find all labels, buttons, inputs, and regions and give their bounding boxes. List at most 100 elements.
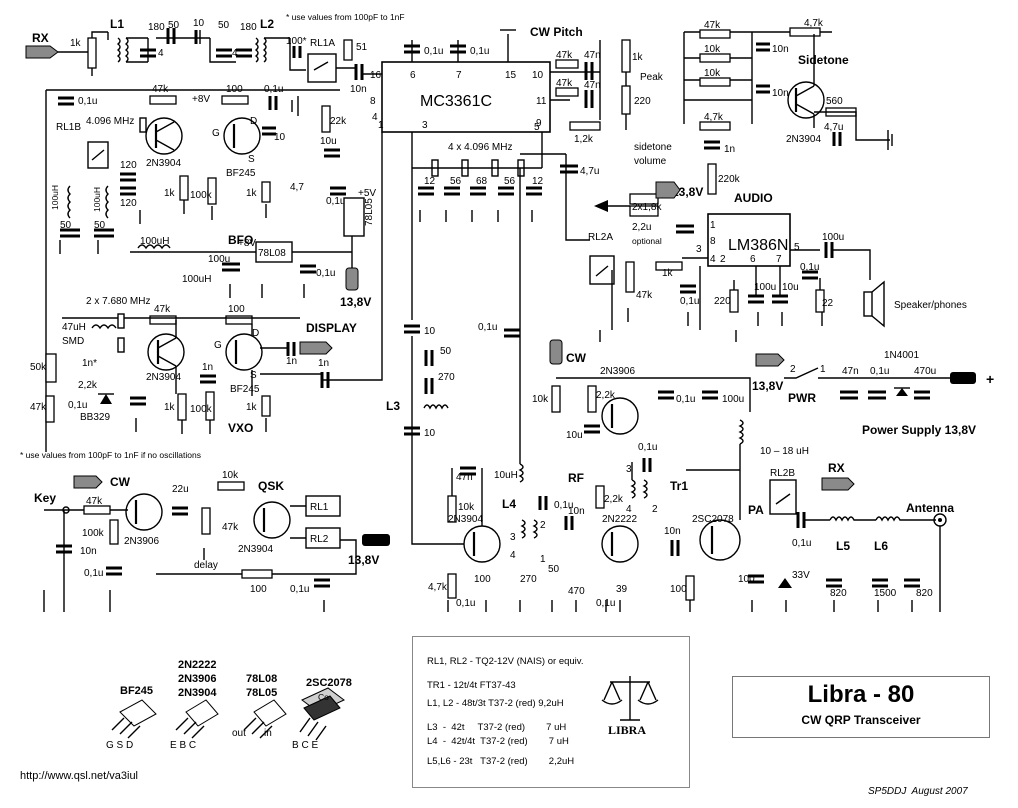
svg-text:0,1u: 0,1u (638, 442, 657, 453)
svg-text:100uH: 100uH (182, 274, 211, 285)
svg-text:5: 5 (534, 122, 540, 133)
svg-text:4: 4 (232, 48, 238, 59)
svg-text:100: 100 (226, 84, 243, 95)
svg-text:1n: 1n (286, 356, 297, 367)
sidetone-section: 47k 10k 10k 4,7k 10n 10n 4,7k Sidetone 2… (634, 18, 893, 205)
svg-text:0,1u: 0,1u (676, 394, 695, 405)
svg-text:8: 8 (710, 236, 716, 247)
svg-text:15: 15 (505, 70, 517, 81)
xtal-filter-label: 4 x 4.096 MHz (448, 142, 512, 153)
parts-line-6: L5,L6 - 23t T37-2 (red) 2,2uH (427, 756, 575, 767)
svg-text:470: 470 (568, 586, 585, 597)
svg-text:270: 270 (520, 574, 537, 585)
svg-text:RL2A: RL2A (588, 232, 613, 243)
svg-text:9: 9 (536, 118, 542, 129)
rf-label: RF (568, 471, 584, 485)
parts-line-1: RL1, RL2 - TQ2-12V (NAIS) or equiv. (427, 656, 584, 667)
svg-text:+8V: +8V (238, 238, 256, 249)
svg-text:47uH: 47uH (62, 322, 86, 333)
supply-label-d: 13,8V (348, 553, 379, 567)
q-sidetone-label: 2N3904 (786, 134, 821, 145)
svg-text:G: G (214, 340, 222, 351)
svg-text:180: 180 (148, 22, 165, 33)
antenna-label: Antenna (906, 501, 954, 515)
svg-text:4,7u: 4,7u (824, 122, 843, 133)
svg-text:2N3904: 2N3904 (146, 372, 181, 383)
l1-label: L1 (110, 17, 124, 31)
svg-text:2N3904: 2N3904 (448, 514, 483, 525)
libra-logo-text: LIBRA (608, 723, 646, 737)
svg-text:0,1u: 0,1u (326, 196, 345, 207)
v33-label: 33V (792, 570, 810, 581)
pa-label: PA (748, 503, 764, 517)
svg-text:47k: 47k (86, 496, 103, 507)
svg-text:1k: 1k (662, 268, 674, 279)
vxo-label: VXO (228, 421, 253, 435)
supply-label-b: 13,8V (340, 295, 371, 309)
svg-text:47k: 47k (704, 20, 721, 31)
rx-input-label: RX (32, 31, 49, 45)
rx-terminal (25, 45, 59, 59)
svg-text:3: 3 (422, 120, 428, 131)
svg-text:8: 8 (370, 96, 376, 107)
svg-text:2,2k: 2,2k (78, 380, 98, 391)
reg-5v-label: 78L05 (364, 198, 375, 226)
svg-text:0,1u: 0,1u (78, 96, 97, 107)
svg-text:1n: 1n (724, 144, 735, 155)
mixer-ic: MC3361C 16 6 7 15 10 8 4 11 9 1 3 5 0,1u… (370, 25, 583, 133)
svg-text:12: 12 (424, 176, 436, 187)
svg-text:6: 6 (750, 254, 756, 265)
svg-text:47k: 47k (222, 522, 239, 533)
svg-text:2,2k: 2,2k (596, 390, 616, 401)
svg-text:out: out (232, 728, 246, 739)
bfo-label: BFO (228, 233, 253, 247)
svg-text:2: 2 (790, 364, 796, 375)
svg-text:D: D (252, 328, 259, 339)
svg-text:2SC2078: 2SC2078 (306, 677, 352, 689)
title-text: Libra - 80 (807, 681, 915, 708)
qsk-label: QSK (258, 479, 284, 493)
svg-text:1500: 1500 (874, 588, 897, 599)
choke-label: 10 – 18 uH (760, 446, 809, 457)
svg-text:50: 50 (440, 346, 452, 357)
svg-text:270: 270 (438, 372, 455, 383)
svg-text:100k: 100k (82, 528, 105, 539)
l2-label: L2 (260, 17, 274, 31)
rx-input-section: RX 1k L1 180 4 50 10 50 180 4 L2 100* * … (25, 12, 405, 76)
svg-text:47n: 47n (584, 50, 601, 61)
svg-text:2: 2 (540, 520, 546, 531)
svg-text:10: 10 (532, 70, 544, 81)
svg-text:820: 820 (916, 588, 933, 599)
svg-text:1k: 1k (164, 402, 176, 413)
svg-text:+8V: +8V (192, 94, 210, 105)
svg-text:RL1: RL1 (310, 502, 329, 513)
svg-text:2,2k: 2,2k (604, 494, 624, 505)
svg-text:1: 1 (540, 554, 546, 565)
svg-text:16: 16 (370, 70, 382, 81)
svg-text:50: 50 (168, 20, 180, 31)
svg-text:1k: 1k (246, 402, 258, 413)
svg-text:100uH: 100uH (140, 236, 169, 247)
svg-text:50: 50 (60, 220, 72, 231)
key-qsk: CW Key 47k 100k 10n 2N3906 0,1u 22u 10k … (34, 470, 390, 595)
svg-text:BF245: BF245 (226, 168, 256, 179)
svg-text:4: 4 (710, 254, 716, 265)
subtitle-text: CW QRP Transceiver (801, 713, 921, 727)
svg-text:10u: 10u (566, 430, 583, 441)
svg-text:560: 560 (826, 96, 843, 107)
svg-text:G: G (212, 128, 220, 139)
parts-line-2: TR1 - 12t/4t FT37-43 (427, 680, 516, 691)
svg-text:0,1u: 0,1u (478, 322, 497, 333)
svg-text:10n: 10n (772, 44, 789, 55)
svg-text:0,1u: 0,1u (470, 46, 489, 57)
svg-text:10n: 10n (350, 84, 367, 95)
rx-out-label: RX (828, 461, 845, 475)
svg-text:7: 7 (776, 254, 782, 265)
svg-text:10: 10 (274, 132, 286, 143)
svg-text:B C E: B C E (292, 740, 318, 751)
libra-logo: LIBRA (601, 676, 659, 737)
ground-symbols (43, 200, 913, 612)
svg-text:6: 6 (410, 70, 416, 81)
svg-text:100: 100 (738, 574, 755, 585)
svg-text:BF245: BF245 (120, 685, 153, 697)
